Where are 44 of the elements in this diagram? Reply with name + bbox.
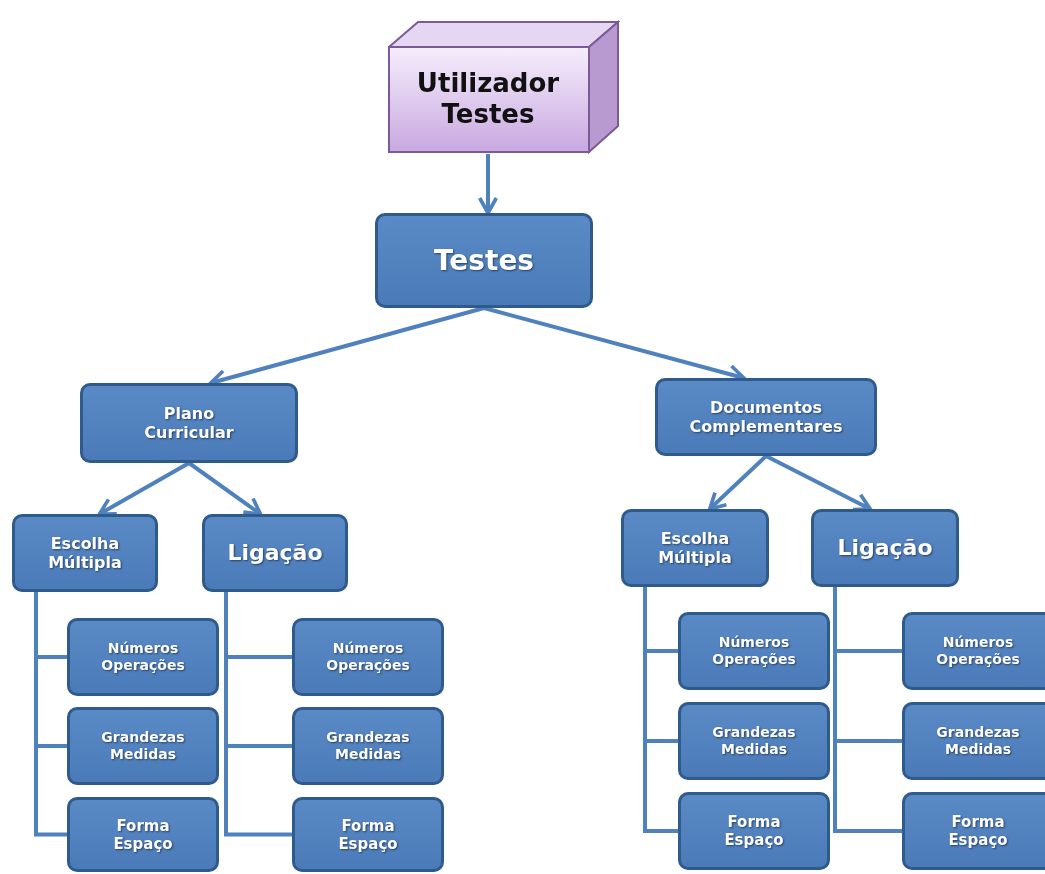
node-label: Grandezas Medidas — [711, 724, 797, 758]
process-box — [678, 702, 830, 780]
arrow — [187, 461, 263, 516]
node-label: Números Operações — [711, 634, 797, 668]
node-label: Números Operações — [100, 640, 186, 674]
process-box — [655, 378, 877, 456]
node-label: Grandezas Medidas — [325, 729, 411, 763]
process-box — [12, 514, 158, 592]
node-label: Escolha Múltipla — [657, 528, 733, 568]
process-box — [902, 702, 1045, 780]
process-box — [678, 612, 830, 690]
node-label: Escolha Múltipla — [47, 533, 123, 573]
process-box — [678, 792, 830, 870]
arrow — [97, 461, 190, 516]
node-label: Forma Espaço — [337, 816, 399, 853]
node-label: Grandezas Medidas — [935, 724, 1021, 758]
process-box — [902, 612, 1045, 690]
node-label: Números Operações — [935, 634, 1021, 668]
process-box — [80, 383, 298, 463]
process-box — [292, 797, 444, 872]
process-box — [202, 514, 348, 592]
process-box — [811, 509, 959, 587]
node-label: Ligação — [227, 539, 323, 567]
node-label: Forma Espaço — [947, 813, 1009, 849]
connector-line — [34, 592, 67, 837]
node-label: Grandezas Medidas — [100, 729, 186, 763]
arrow — [477, 154, 499, 215]
node-label: Utilizador Testes — [415, 67, 561, 131]
process-box — [621, 509, 769, 587]
process-box — [375, 213, 593, 308]
node-label: Plano Curricular — [143, 403, 235, 443]
node-label: Forma Espaço — [723, 813, 785, 849]
node-label: Ligação — [837, 534, 933, 562]
process-box — [67, 797, 219, 872]
process-box — [292, 707, 444, 785]
process-box — [902, 792, 1045, 870]
arrow — [707, 454, 768, 511]
process-box — [67, 707, 219, 785]
node-label: Números Operações — [325, 640, 411, 674]
node-label: Forma Espaço — [112, 816, 174, 853]
process-box — [67, 618, 219, 696]
node-label: Documentos Complementares — [688, 397, 844, 437]
node-label: Testes — [433, 243, 535, 278]
process-box — [292, 618, 444, 696]
